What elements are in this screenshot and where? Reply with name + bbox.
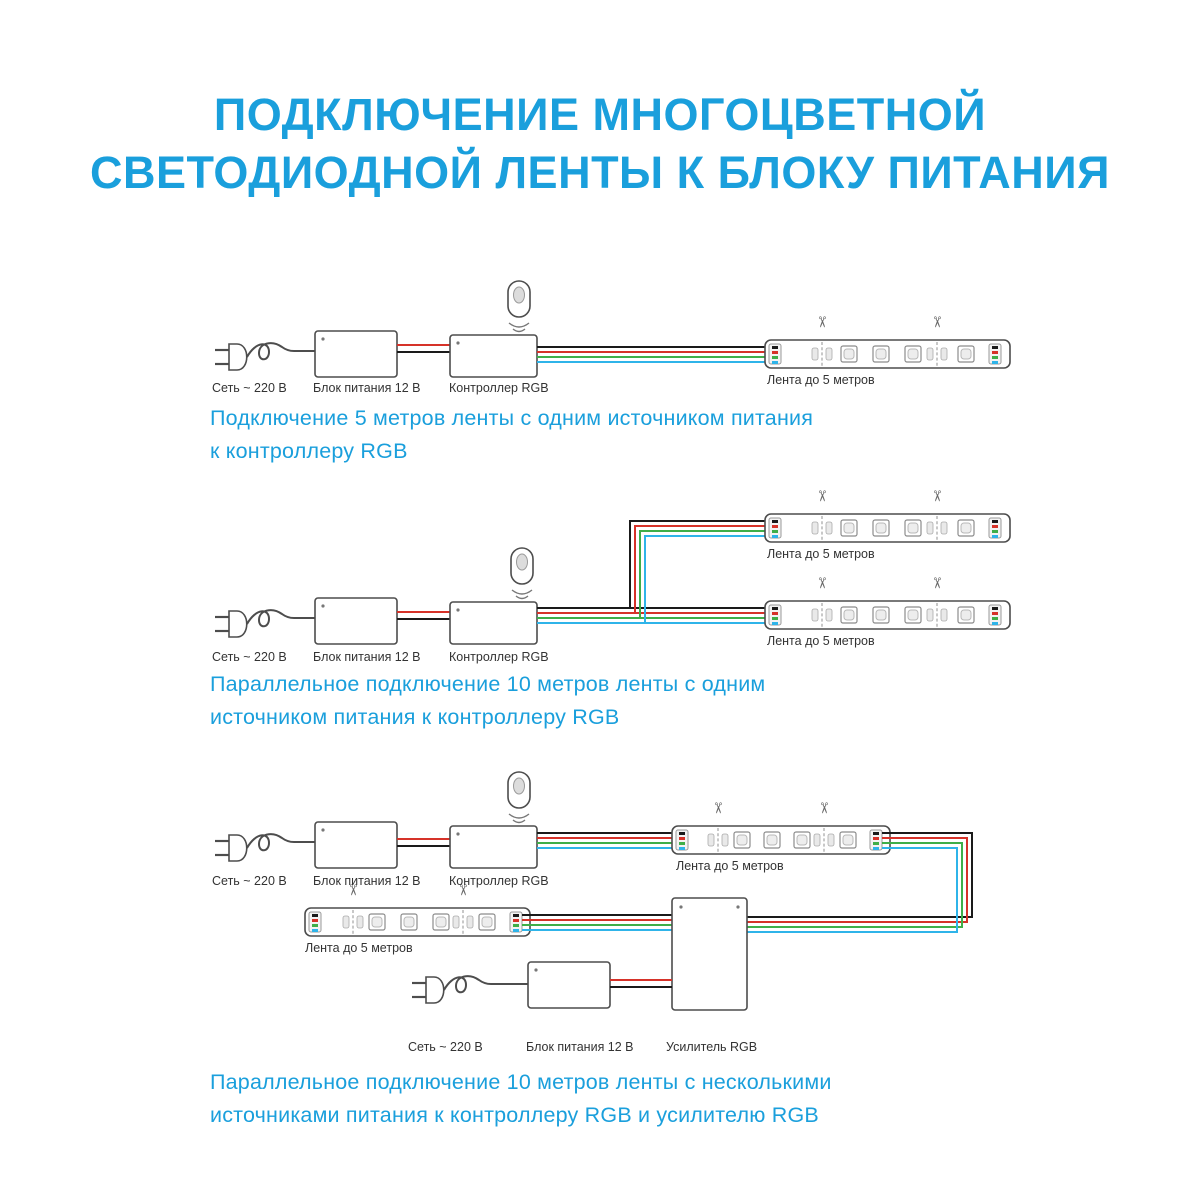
label-strip: Лента до 5 метров: [767, 547, 875, 561]
led-strip: [765, 340, 1010, 368]
wires-controller-to-bottom-strip: [537, 607, 771, 624]
power-supply-box: [314, 821, 398, 869]
title-line2: СВЕТОДИОДНОЙ ЛЕНТЫ К БЛОКУ ПИТАНИЯ: [89, 147, 1110, 198]
wires-controller-to-strip: [537, 346, 771, 363]
rgb-controller-box: [449, 601, 538, 645]
caption-1-line1: Подключение 5 метров ленты с одним источ…: [210, 406, 814, 430]
label-mains: Сеть ~ 220 В: [212, 650, 287, 664]
label-controller: Контроллер RGB: [449, 874, 549, 888]
power-cord: [246, 833, 315, 852]
label-strip: Лента до 5 метров: [305, 941, 413, 955]
scissors-icon: ✂: [813, 315, 830, 329]
rgb-controller-box: [449, 334, 538, 378]
wires-left-strip-to-amplifier: [522, 914, 672, 931]
scissors-icon: ✂: [813, 576, 830, 590]
caption-3-line1: Параллельное подключение 10 метров ленты…: [210, 1070, 832, 1094]
label-psu: Блок питания 12 В: [313, 650, 421, 664]
scissors-icon: ✂: [928, 489, 945, 503]
led-strip: [672, 826, 890, 854]
remote-control-icon: [510, 547, 534, 600]
power-cord: [246, 609, 315, 628]
label-psu: Блок питания 12 В: [313, 381, 421, 395]
caption-2-line2: источником питания к контроллеру RGB: [210, 705, 620, 729]
power-cord: [246, 342, 315, 361]
scissors-icon: ✂: [709, 801, 726, 815]
scissors-icon: ✂: [815, 801, 832, 815]
label-controller: Контроллер RGB: [449, 650, 549, 664]
scissors-icon: ✂: [813, 489, 830, 503]
label-controller: Контроллер RGB: [449, 381, 549, 395]
caption-2: Параллельное подключение 10 метров ленты…: [210, 668, 765, 734]
label-amplifier: Усилитель RGB: [666, 1040, 758, 1054]
caption-2-line1: Параллельное подключение 10 метров ленты…: [210, 672, 766, 696]
power-plug-icon: [410, 975, 445, 1005]
label-strip: Лента до 5 метров: [767, 373, 875, 387]
section-1-diagram: [213, 280, 1010, 378]
label-mains: Сеть ~ 220 В: [212, 874, 287, 888]
wires-strip-to-amplifier-loop: [747, 832, 973, 933]
power-supply-box: [314, 597, 398, 645]
remote-control-icon: [507, 280, 531, 333]
wires-controller-to-top-strip: [537, 832, 680, 849]
label-psu: Блок питания 12 В: [526, 1040, 634, 1054]
power-plug-icon: [213, 833, 248, 863]
label-mains: Сеть ~ 220 В: [212, 381, 287, 395]
wires-psu-to-controller: [397, 838, 450, 847]
power-plug-icon: [213, 609, 248, 639]
power-supply-box: [527, 961, 611, 1009]
section-3-diagram: [213, 771, 973, 1011]
wires-branch-to-top-strip: [629, 520, 771, 623]
caption-3-line2: источниками питания к контроллеру RGB и …: [210, 1103, 819, 1127]
wires-psu-to-controller: [397, 344, 450, 353]
caption-1: Подключение 5 метров ленты с одним источ…: [210, 402, 813, 468]
title-line1: ПОДКЛЮЧЕНИЕ МНОГОЦВЕТНОЙ: [213, 89, 987, 140]
wires-psu-to-controller: [397, 611, 450, 620]
rgb-amplifier-box: [671, 897, 748, 1011]
section-2-diagram: [213, 514, 1010, 645]
caption-1-line2: к контроллеру RGB: [210, 439, 408, 463]
remote-control-icon: [507, 771, 531, 824]
wires-psu-to-amplifier: [610, 979, 672, 988]
led-strip: [305, 908, 530, 936]
label-strip: Лента до 5 метров: [767, 634, 875, 648]
power-cord: [443, 975, 528, 994]
led-strip: [765, 514, 1010, 542]
page-title: ПОДКЛЮЧЕНИЕ МНОГОЦВЕТНОЙ СВЕТОДИОДНОЙ ЛЕ…: [0, 86, 1200, 202]
label-strip: Лента до 5 метров: [676, 859, 784, 873]
rgb-controller-box: [449, 825, 538, 869]
label-mains: Сеть ~ 220 В: [408, 1040, 483, 1054]
scissors-icon: ✂: [928, 315, 945, 329]
label-psu: Блок питания 12 В: [313, 874, 421, 888]
scissors-icon: ✂: [928, 576, 945, 590]
caption-3: Параллельное подключение 10 метров ленты…: [210, 1066, 832, 1132]
power-supply-box: [314, 330, 398, 378]
led-strip: [765, 601, 1010, 629]
power-plug-icon: [213, 342, 248, 372]
